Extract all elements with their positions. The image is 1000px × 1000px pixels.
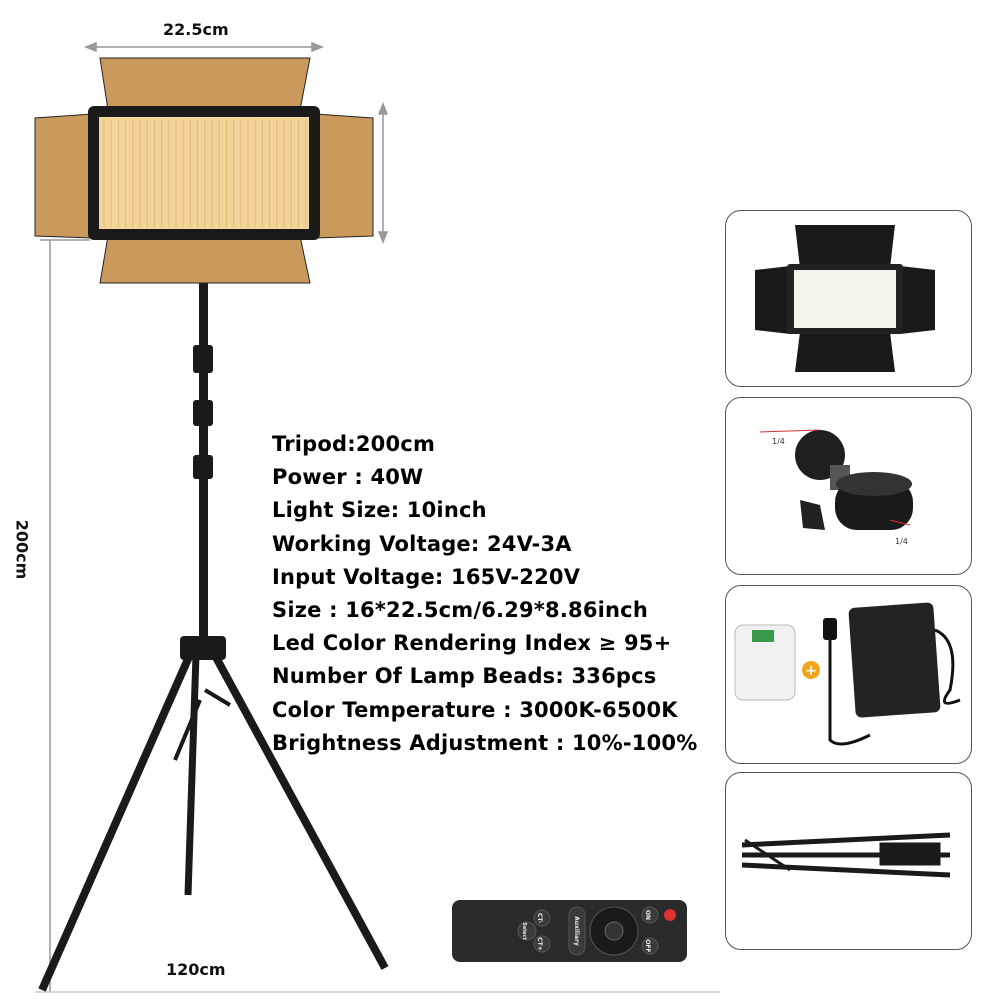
thumb-ball-head <box>759 429 913 530</box>
spec-color-temperature: Color Temperature : 3000K-6500K <box>272 697 678 722</box>
spec-brightness: Brightness Adjustment : 10%-100% <box>272 730 698 755</box>
ball-head-label: 1/4 <box>772 437 785 446</box>
remote-button-off: OFF <box>644 939 651 952</box>
remote-button-ct-plus: CT+ <box>536 937 543 951</box>
accessory-box-ball-head <box>725 397 972 575</box>
spec-lamp-beads: Number Of Lamp Beads: 336pcs <box>272 664 657 689</box>
remote-button-select: Select <box>521 922 527 940</box>
ball-head-label: 1/4 <box>895 537 908 546</box>
tripod <box>38 283 389 992</box>
spec-tripod: Tripod:200cm <box>272 432 436 456</box>
remote-button-auxiliary: Auxiliary <box>573 916 580 946</box>
spec-cri: Led Color Rendering Index ≥ 95+ <box>272 631 672 656</box>
thumb-power-adapter: + <box>734 602 961 746</box>
remote-button-on: ON <box>644 910 651 920</box>
accessory-box-adapter <box>725 585 972 764</box>
thumb-folded-tripod <box>741 832 951 878</box>
spec-list: Tripod:200cm Power : 40W Light Size: 10i… <box>272 428 697 760</box>
base-dimension-label: 120cm <box>166 960 226 979</box>
remote-button-ct-minus: CT- <box>536 913 543 924</box>
dimension-lines <box>35 41 720 993</box>
accessory-box-tripod <box>725 772 972 950</box>
spec-size: Size : 16*22.5cm/6.29*8.86inch <box>272 598 648 623</box>
spec-working-voltage: Working Voltage: 24V-3A <box>272 531 572 556</box>
led-light-panel <box>34 57 374 284</box>
width-dimension-label: 22.5cm <box>163 20 229 39</box>
led-beads <box>103 119 307 227</box>
spec-power: Power : 40W <box>272 465 424 490</box>
remote-control: CT- CT+ Select Auxiliary ON OFF <box>452 900 687 962</box>
spec-light-size: Light Size: 10inch <box>272 498 487 523</box>
spec-input-voltage: Input Voltage: 165V-220V <box>272 564 581 589</box>
accessory-box-light-panel <box>725 210 972 387</box>
thumb-light-panel <box>755 225 935 372</box>
svg-text:+: + <box>805 663 817 679</box>
height-dimension-label: 200cm <box>12 519 32 580</box>
